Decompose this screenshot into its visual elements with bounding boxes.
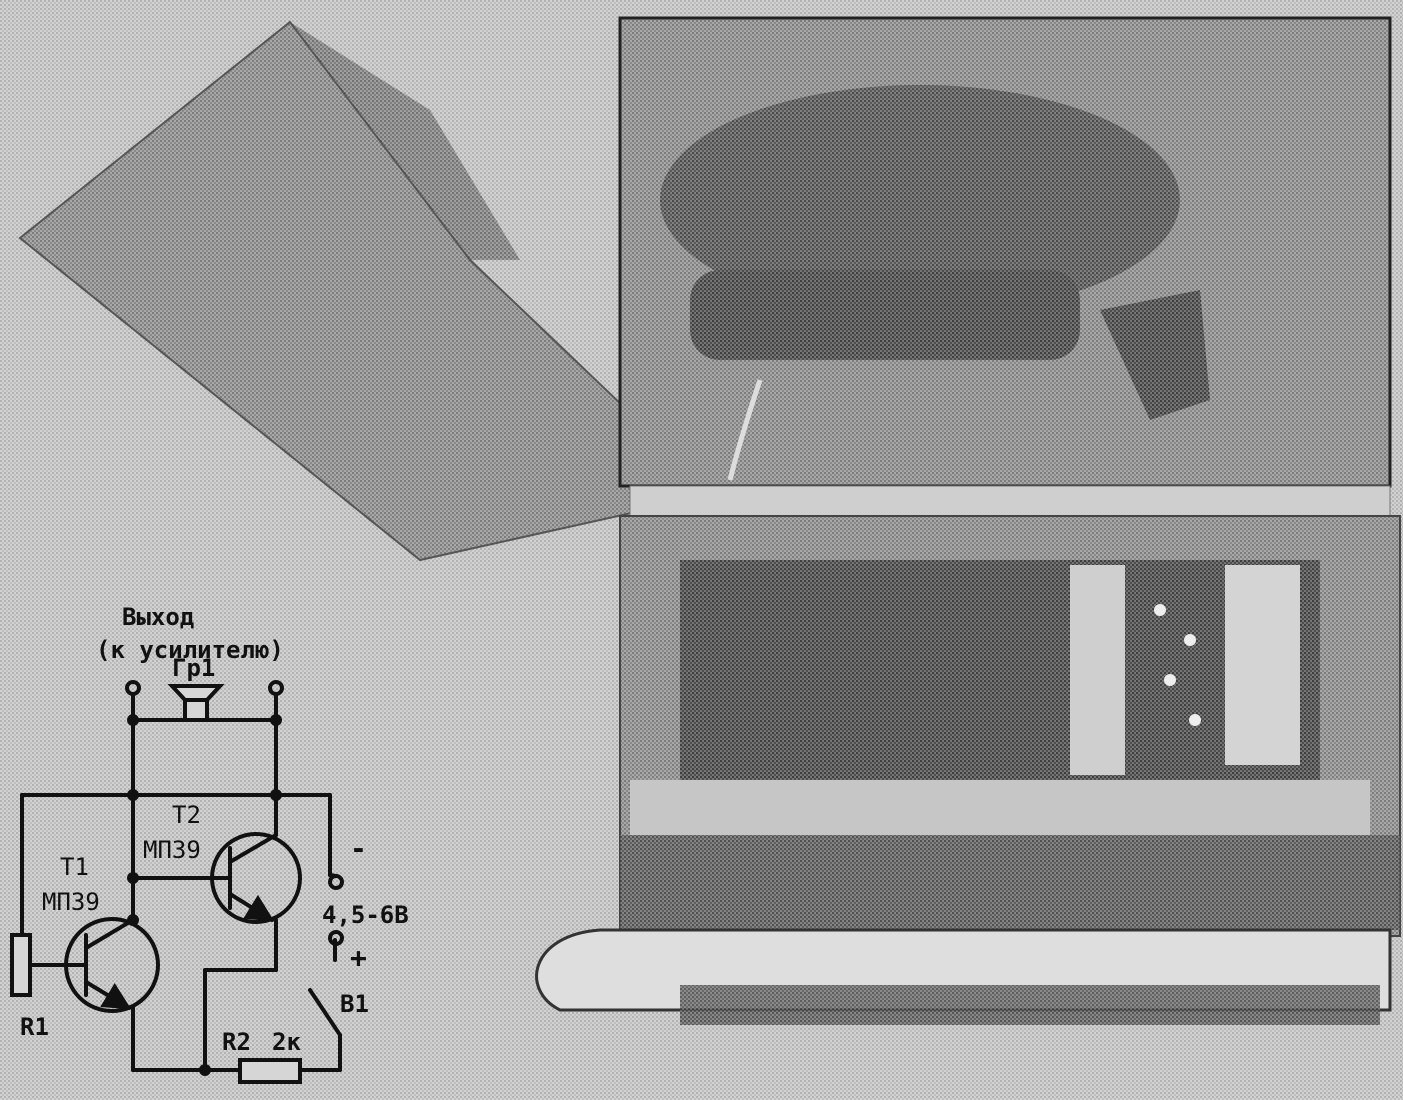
pcb-component-left <box>1070 565 1125 775</box>
pcb-component-right <box>1225 565 1300 765</box>
resistor-r2 <box>238 1058 302 1084</box>
headphone-label: Гр1 <box>172 654 215 682</box>
separator-bar <box>629 485 1391 517</box>
r2-value-label: 2к <box>272 1028 301 1056</box>
pcb-dot <box>1164 674 1176 686</box>
lid-shadow <box>290 22 520 260</box>
upper-bracket <box>690 270 1080 360</box>
t2-type-label: МП39 <box>143 836 201 864</box>
supply-voltage-label: 4,5-6В <box>322 901 409 929</box>
headphone-symbol <box>167 684 225 722</box>
transistor-t2 <box>131 832 302 972</box>
front-panel <box>620 835 1400 930</box>
t2-ref-label: Т2 <box>172 801 201 829</box>
switch-label: В1 <box>340 990 369 1018</box>
upper-component <box>1100 290 1210 420</box>
t1-ref-label: Т1 <box>60 853 89 881</box>
device-photo <box>18 16 1401 1025</box>
r1-label: R1 <box>20 1013 49 1041</box>
circuit-schematic <box>10 680 344 1084</box>
front-ledge <box>630 780 1370 835</box>
pcb-dot <box>1154 604 1166 616</box>
pcb-dot <box>1189 714 1201 726</box>
pcb-board <box>680 560 1320 780</box>
output-sublabel: (к усилителю) <box>96 636 284 664</box>
upper-wire <box>727 379 763 481</box>
r2-ref-label: R2 <box>222 1028 251 1056</box>
supply-plus-label: + <box>350 941 367 974</box>
speaker-magnet <box>660 85 1180 315</box>
resistor-r1 <box>10 933 42 997</box>
output-label: Выход <box>122 603 194 631</box>
transistor-t1 <box>38 917 160 1072</box>
supply-minus-label: - <box>350 832 367 865</box>
supply-terminal-plus <box>328 930 344 946</box>
handle-underside <box>680 985 1380 1025</box>
pcb-dot <box>1184 634 1196 646</box>
t1-type-label: МП39 <box>42 888 100 916</box>
